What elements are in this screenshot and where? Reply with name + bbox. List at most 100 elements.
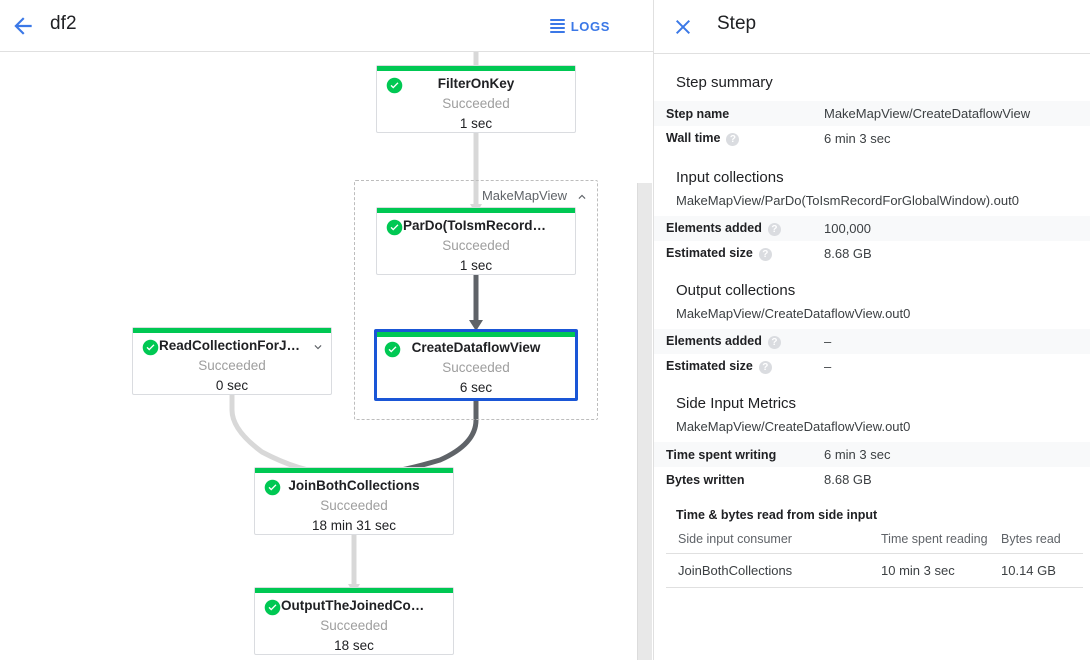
panel-title: Step [717,13,757,34]
node-title: CreateDataflowView [411,340,541,355]
section-heading-time-bytes-read: Time & bytes read from side input [676,508,878,522]
node-status: Succeeded [442,360,510,375]
cell-side-input-consumer: JoinBothCollections [666,553,881,588]
logs-button-label: LOGS [570,18,610,34]
row-key: Estimated size? [654,354,824,379]
node-status: Succeeded [442,238,510,253]
table-row: Elements added? – [654,329,1090,354]
close-icon[interactable] [671,15,695,39]
node-time: 1 sec [459,116,493,131]
cell-bytes-read: 10.14 GB [1001,553,1083,588]
side-input-metrics-table: Time spent writing 6 min 3 sec Bytes wri… [654,442,1090,492]
section-heading-side-input-metrics: Side Input Metrics [676,395,797,412]
cell-time-spent-reading: 10 min 3 sec [881,553,1001,588]
node-title: JoinBothCollections [288,478,420,493]
side-input-collection-name: MakeMapView/CreateDataflowView.out0 [676,419,911,434]
top-app-bar: df2 LOGS [0,0,653,52]
graph-node-pardo-toismrecord[interactable]: ParDo(ToIsmRecordFor… Succeeded 1 sec [376,207,576,275]
node-time: 6 sec [459,380,493,395]
step-summary-table: Step name MakeMapView/CreateDataflowView… [654,101,1090,151]
table-row: Bytes written 8.68 GB [654,467,1090,492]
node-title: ReadCollectionForJoin [159,338,307,353]
job-graph-pane: df2 LOGS [0,0,653,660]
column-header: Side input consumer [666,528,881,554]
group-box-makemapview[interactable]: MakeMapView [354,180,598,420]
row-key: Bytes written [666,472,745,487]
help-icon[interactable]: ? [758,247,772,261]
graph-node-filter-on-key[interactable]: FilterOnKey Succeeded 1 sec [376,65,576,133]
node-status-bar [255,588,453,593]
check-circle-icon [384,341,401,358]
node-title: FilterOnKey [437,76,515,91]
output-collections-table: Elements added? – Estimated size? – [654,329,1090,379]
row-key: Elements added? [654,216,824,241]
row-key: Estimated size? [654,241,824,266]
row-key: Elements added? [654,329,824,354]
check-circle-icon [264,479,281,496]
row-value: MakeMapView/CreateDataflowView [824,106,1031,121]
logs-button[interactable]: LOGS [549,14,610,38]
side-input-consumers-table: Side input consumer Time spent reading B… [666,528,1083,588]
row-value: 100,000 [824,221,871,236]
table-row: Estimated size? 8.68 GB [654,241,1090,266]
check-circle-icon [386,77,403,94]
chevron-down-icon[interactable] [311,340,325,354]
node-status-bar [377,66,575,71]
check-circle-icon [264,599,281,616]
node-time: 1 sec [459,258,493,273]
graph-node-output-the-joined-collection[interactable]: OutputTheJoinedCollec… Succeeded 18 sec [254,587,454,655]
row-value: – [824,359,832,374]
job-graph-canvas[interactable]: MakeMapView FilterOnKey Succeeded 1 sec [0,52,653,660]
node-time: 0 sec [215,378,249,393]
step-details-panel: Step Step summary Step name MakeMapView/… [653,0,1090,660]
table-row: Time spent writing 6 min 3 sec [654,442,1090,467]
output-collection-name: MakeMapView/CreateDataflowView.out0 [676,306,911,321]
panel-body: Step summary Step name MakeMapView/Creat… [654,54,1090,660]
column-header: Bytes read [1001,528,1083,554]
node-status: Succeeded [198,358,266,373]
panel-header: Step [654,0,1090,54]
input-collections-table: Elements added? 100,000 Estimated size? … [654,216,1090,266]
row-key: Wall time? [654,126,824,151]
node-status-bar [255,468,453,473]
node-title: ParDo(ToIsmRecordFor… [403,218,568,233]
help-icon[interactable]: ? [767,335,781,349]
node-status-bar [133,328,331,333]
graph-node-join-both-collections[interactable]: JoinBothCollections Succeeded 18 min 31 … [254,467,454,535]
row-value: 6 min 3 sec [824,447,891,462]
row-value: – [824,334,832,349]
help-icon[interactable]: ? [726,132,740,146]
row-value: 8.68 GB [824,472,872,487]
column-header: Time spent reading [881,528,1001,554]
list-icon [549,19,565,33]
input-collection-name: MakeMapView/ParDo(ToIsmRecordForGlobalWi… [676,193,1019,208]
arrow-left-icon[interactable] [10,13,36,39]
node-status-bar [377,332,575,337]
section-heading-step-summary: Step summary [676,74,773,91]
graph-node-create-dataflow-view[interactable]: CreateDataflowView Succeeded 6 sec [374,329,578,401]
page-title: df2 [50,13,77,34]
node-time: 18 sec [334,638,374,653]
help-icon[interactable]: ? [758,360,772,374]
table-row: Estimated size? – [654,354,1090,379]
row-value: 6 min 3 sec [824,131,891,146]
node-status-bar [377,208,575,213]
chevron-up-icon[interactable] [575,190,589,204]
node-status: Succeeded [320,618,388,633]
table-row: Elements added? 100,000 [654,216,1090,241]
table-header-row: Side input consumer Time spent reading B… [666,528,1083,554]
row-key: Time spent writing [666,447,777,462]
check-circle-icon [386,219,403,236]
node-status: Succeeded [442,96,510,111]
node-status: Succeeded [320,498,388,513]
section-heading-input-collections: Input collections [676,169,784,186]
node-time: 18 min 31 sec [311,518,397,533]
graph-vertical-scrollbar[interactable] [637,183,652,660]
table-row: Step name MakeMapView/CreateDataflowView [654,101,1090,126]
help-icon[interactable]: ? [767,222,781,236]
graph-node-read-collection-for-join[interactable]: ReadCollectionForJoin Succeeded 0 sec [132,327,332,395]
row-value: 8.68 GB [824,246,872,261]
node-title: OutputTheJoinedCollec… [281,598,447,613]
section-heading-output-collections: Output collections [676,282,796,299]
